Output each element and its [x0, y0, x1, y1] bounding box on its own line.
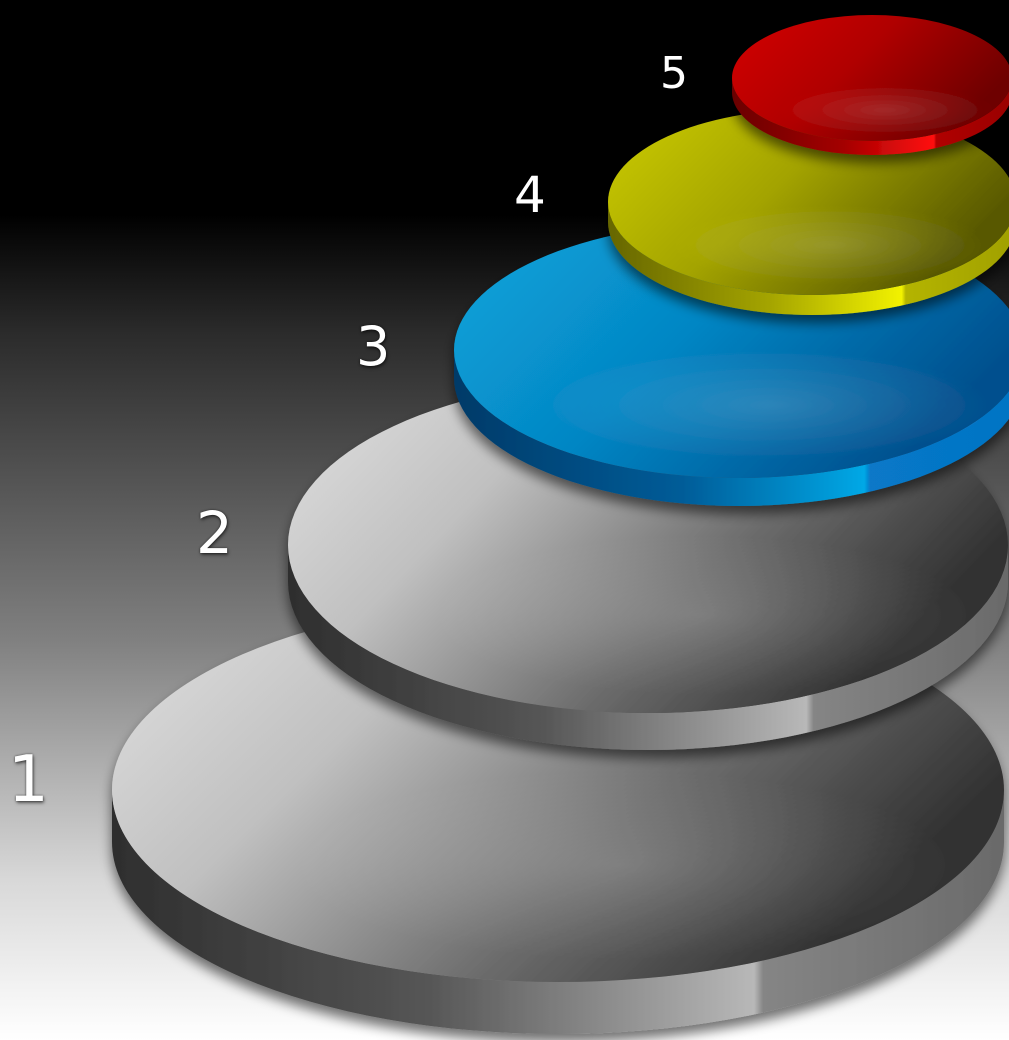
step-label-4: 4 — [514, 170, 546, 220]
step-label-1: 1 — [8, 748, 49, 812]
step-label-2: 2 — [196, 504, 233, 562]
disc-2-gloss — [430, 535, 970, 695]
step-label-3: 3 — [356, 320, 390, 374]
disc-4-gloss — [670, 205, 990, 285]
disc-5 — [732, 15, 1009, 155]
disc-5-gloss — [775, 84, 995, 136]
step-label-5: 5 — [660, 52, 688, 96]
disc-3-gloss — [550, 350, 990, 460]
disc-1-gloss — [290, 770, 950, 960]
